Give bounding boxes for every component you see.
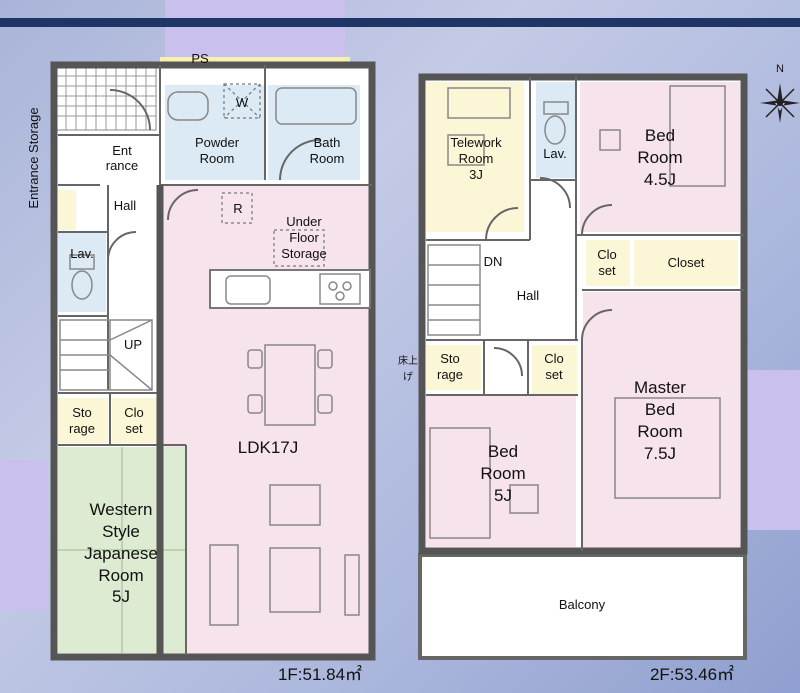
bed5-label-1: Bed bbox=[488, 442, 518, 461]
bed45-label-3: 4.5J bbox=[644, 170, 676, 189]
closet-mid-label-1: Clo bbox=[544, 351, 564, 366]
balcony-label: Balcony bbox=[559, 597, 606, 612]
bath-room-label-1: Bath bbox=[314, 135, 341, 150]
hall-label-1f: Hall bbox=[114, 198, 137, 213]
closet-wide-2f bbox=[634, 240, 738, 286]
entrance-label-2: rance bbox=[106, 158, 139, 173]
storage-label-2f-1: Sto bbox=[440, 351, 460, 366]
under-floor-label-2: Floor bbox=[289, 230, 319, 245]
decorative-panel bbox=[745, 370, 800, 530]
master-label-2: Bed bbox=[645, 400, 675, 419]
under-floor-label-3: Storage bbox=[281, 246, 327, 261]
bed45-label-1: Bed bbox=[645, 126, 675, 145]
storage-label-1f-1: Sto bbox=[72, 405, 92, 420]
bath-room-label-2: Room bbox=[310, 151, 345, 166]
storage-1f bbox=[58, 398, 108, 443]
closet-label-1f-2: set bbox=[125, 421, 143, 436]
closet-small-2f bbox=[586, 240, 630, 286]
powder-room-label-1: Powder bbox=[195, 135, 240, 150]
balcony bbox=[418, 553, 747, 660]
ldk-label: LDK17J bbox=[238, 438, 298, 457]
master-bed-room bbox=[583, 292, 740, 548]
master-label-3: Room bbox=[637, 422, 682, 441]
entrance-storage-label: Entrance Storage bbox=[26, 107, 41, 208]
w-label: W bbox=[236, 95, 249, 110]
ldk-room bbox=[160, 185, 372, 655]
first-floor bbox=[50, 57, 376, 661]
storage-2f bbox=[426, 345, 481, 390]
stairs-2f bbox=[427, 244, 481, 336]
floor-note-label-1: 床上 bbox=[398, 354, 418, 367]
storage-label-1f-2: rage bbox=[69, 421, 95, 436]
closet-wide-label: Closet bbox=[668, 255, 705, 270]
ps-label: PS bbox=[191, 51, 209, 66]
telework-label-1: Telework bbox=[450, 135, 502, 150]
storage-label-2f-2: rage bbox=[437, 367, 463, 382]
floor-note-label-2: げ bbox=[403, 371, 413, 383]
closet-mid-label-2: set bbox=[545, 367, 563, 382]
up-label: UP bbox=[124, 337, 142, 352]
closet-small-label-2: set bbox=[598, 263, 616, 278]
japanese-room-label-5: 5J bbox=[112, 587, 130, 606]
compass-icon bbox=[760, 83, 800, 123]
hall-label-2f: Hall bbox=[517, 288, 540, 303]
bed-room-5 bbox=[426, 395, 576, 547]
lav-label-1f: Lav. bbox=[70, 246, 94, 261]
closet-small-label-1: Clo bbox=[597, 247, 617, 262]
telework-room bbox=[426, 82, 524, 232]
closet-mid-2f bbox=[532, 345, 577, 395]
telework-label-3: 3J bbox=[469, 167, 483, 182]
floor2-area-label: 2F:53.46㎡ bbox=[650, 665, 734, 684]
japanese-room-label-1: Western bbox=[90, 500, 153, 519]
master-label-1: Master bbox=[634, 378, 686, 397]
bed45-label-2: Room bbox=[637, 148, 682, 167]
bed5-label-2: Room bbox=[480, 464, 525, 483]
lav-room-2f bbox=[536, 82, 576, 178]
second-floor bbox=[418, 73, 748, 660]
closet-label-1f-1: Clo bbox=[124, 405, 144, 420]
north-label: N bbox=[776, 63, 784, 75]
telework-label-2: Room bbox=[459, 151, 494, 166]
r-label: R bbox=[233, 201, 242, 216]
bed5-label-3: 5J bbox=[494, 486, 512, 505]
powder-room-label-2: Room bbox=[200, 151, 235, 166]
entrance-label-1: Ent bbox=[112, 143, 132, 158]
header-bar bbox=[0, 18, 800, 27]
master-label-4: 7.5J bbox=[644, 444, 676, 463]
decorative-panel bbox=[165, 0, 345, 60]
japanese-room-label-3: Japanese bbox=[84, 544, 158, 563]
decorative-panel bbox=[0, 460, 48, 610]
bed-room-45 bbox=[580, 82, 740, 232]
lav-label-2f: Lav. bbox=[543, 146, 567, 161]
stairs-1f bbox=[59, 319, 153, 391]
dn-label: DN bbox=[484, 254, 503, 269]
under-floor-label-1: Under bbox=[286, 214, 322, 229]
powder-room bbox=[165, 85, 265, 180]
japanese-room-label-2: Style bbox=[102, 522, 140, 541]
japanese-room-label-4: Room bbox=[98, 566, 143, 585]
closet-1f bbox=[112, 398, 158, 443]
floor1-area-label: 1F:51.84㎡ bbox=[278, 665, 362, 684]
entrance-storage bbox=[58, 190, 76, 230]
